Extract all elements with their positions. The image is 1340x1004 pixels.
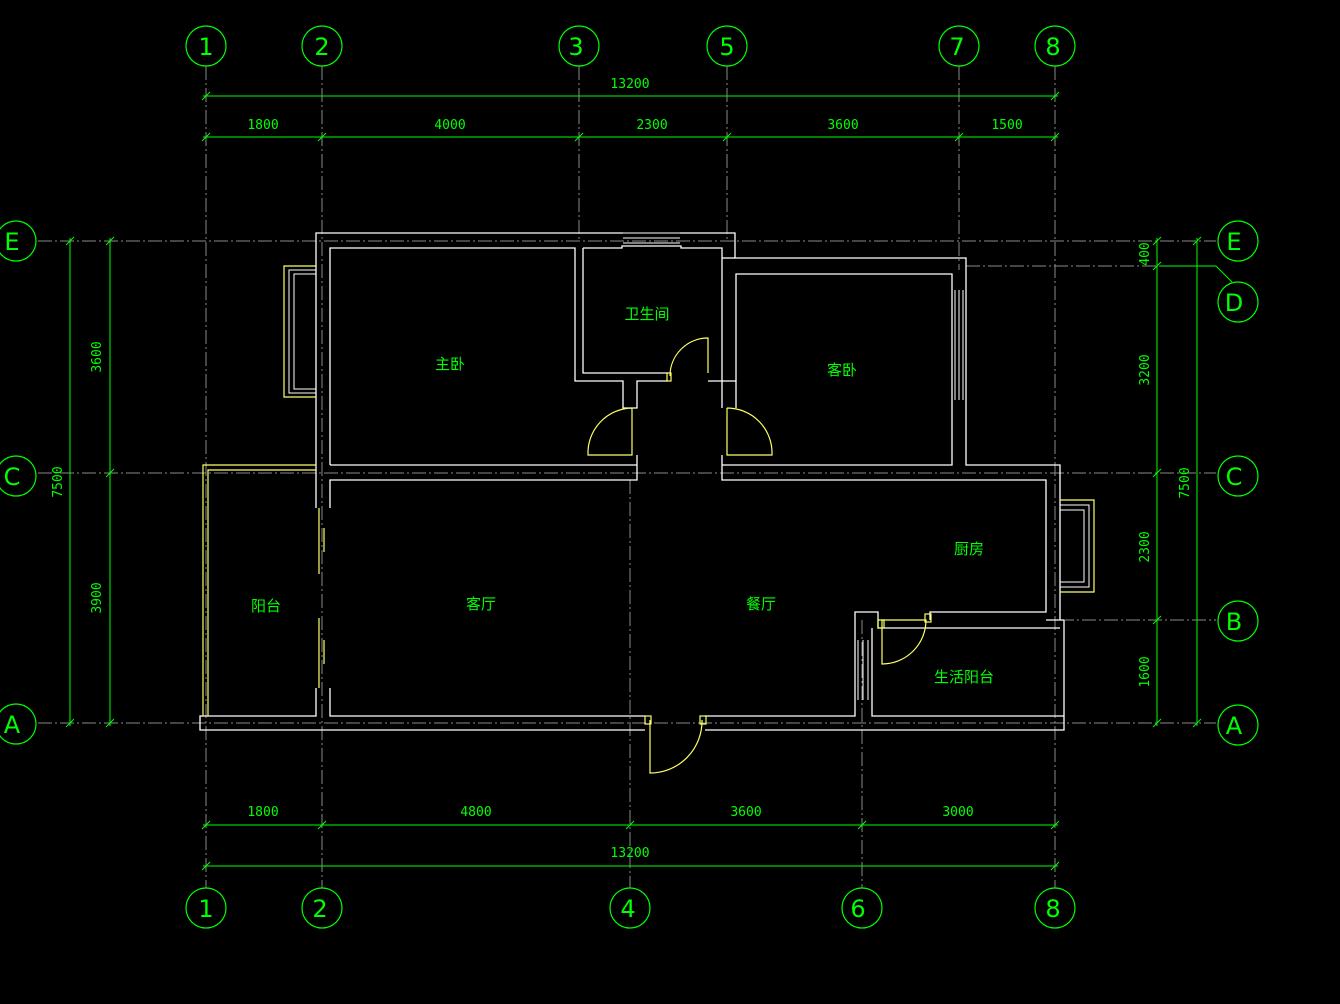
axis-label-top: 8 xyxy=(1045,33,1060,61)
axis-label-right: D xyxy=(1225,289,1243,317)
dim-right-segment: 400 xyxy=(1138,242,1153,265)
dimension-lines xyxy=(65,91,1233,871)
dim-left-total: 7500 xyxy=(51,466,66,497)
balcony-railing xyxy=(202,464,325,716)
dim-top-total: 13200 xyxy=(610,77,649,92)
dim-right-total: 7500 xyxy=(1178,467,1193,498)
dim-top-segment: 1800 xyxy=(247,118,278,133)
dim-bottom-segment: 1800 xyxy=(247,805,278,820)
dim-right-segment: 3200 xyxy=(1138,354,1153,385)
axis-bubbles: 1 2 3 5 7 8 1 2 4 6 8 E C A E D C B xyxy=(0,25,1259,929)
room-label-living-room: 客厅 xyxy=(466,595,496,613)
room-labels: 主卧 卫生间 客卧 阳台 客厅 餐厅 厨房 生活阳台 xyxy=(251,305,994,686)
dim-right-segment: 1600 xyxy=(1138,656,1153,687)
axis-label-top: 2 xyxy=(314,33,329,61)
axis-label-top: 5 xyxy=(719,33,734,61)
dim-top-segment: 3600 xyxy=(827,118,858,133)
axis-label-bottom: 4 xyxy=(620,895,635,923)
axis-label-bottom: 6 xyxy=(850,895,865,923)
doors xyxy=(587,337,932,774)
dim-bottom-segment: 4800 xyxy=(460,805,491,820)
axis-label-right: B xyxy=(1226,608,1242,636)
axis-label-right: C xyxy=(1226,463,1243,491)
room-label-bathroom: 卫生间 xyxy=(624,305,669,323)
axis-label-left: E xyxy=(4,228,19,256)
walls xyxy=(199,232,1065,731)
dim-left-segment: 3900 xyxy=(90,582,105,613)
axis-label-bottom: 8 xyxy=(1045,895,1060,923)
room-label-guest-bedroom: 客卧 xyxy=(827,361,857,379)
room-label-balcony: 阳台 xyxy=(251,597,281,615)
dim-top-segment: 2300 xyxy=(636,118,667,133)
axis-label-bottom: 1 xyxy=(198,895,213,923)
axis-label-right: E xyxy=(1226,228,1241,256)
axis-label-bottom: 2 xyxy=(312,895,327,923)
dimension-labels: 13200 1800 4000 2300 3600 1500 1800 4800… xyxy=(51,77,1193,861)
dim-top-segment: 4000 xyxy=(434,118,465,133)
grid-lines xyxy=(38,66,1216,888)
axis-label-top: 1 xyxy=(198,33,213,61)
axis-label-left: A xyxy=(4,711,21,739)
dim-top-segment: 1500 xyxy=(991,118,1022,133)
room-label-master-bedroom: 主卧 xyxy=(435,355,465,373)
dim-bottom-segment: 3000 xyxy=(942,805,973,820)
axis-label-top: 3 xyxy=(568,33,583,61)
axis-label-top: 7 xyxy=(949,33,964,61)
room-label-utility-balcony: 生活阳台 xyxy=(934,668,994,686)
dim-left-segment: 3600 xyxy=(90,341,105,372)
room-label-kitchen: 厨房 xyxy=(954,540,984,558)
dim-right-segment: 2300 xyxy=(1138,531,1153,562)
windows xyxy=(283,232,1095,700)
dim-bottom-segment: 3600 xyxy=(730,805,761,820)
axis-label-left: C xyxy=(4,463,21,491)
dim-bottom-total: 13200 xyxy=(610,846,649,861)
axis-label-right: A xyxy=(1226,712,1243,740)
room-label-dining-room: 餐厅 xyxy=(746,595,776,613)
